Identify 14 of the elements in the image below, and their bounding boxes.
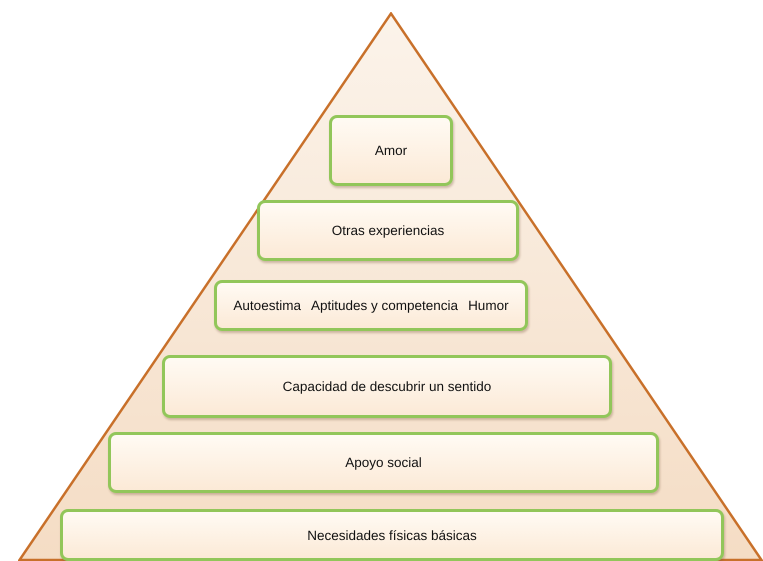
level-label: Humor xyxy=(468,298,509,313)
level-label: Otras experiencias xyxy=(332,223,444,238)
pyramid-level-box xyxy=(329,115,453,186)
pyramid-level-box xyxy=(108,432,659,493)
pyramid-level-box xyxy=(257,200,519,261)
level-label: Apoyo social xyxy=(345,455,422,470)
pyramid-level-box xyxy=(60,509,724,561)
pyramid-level-box xyxy=(214,280,528,331)
level-label: Amor xyxy=(374,143,408,158)
level-label: Capacidad de descubrir un sentido xyxy=(282,379,492,394)
level-label: Aptitudes y competencia xyxy=(310,298,458,313)
level-label: Autoestima xyxy=(233,298,301,313)
pyramid-level-box xyxy=(162,355,612,418)
level-label: Necesidades físicas básicas xyxy=(307,528,477,542)
